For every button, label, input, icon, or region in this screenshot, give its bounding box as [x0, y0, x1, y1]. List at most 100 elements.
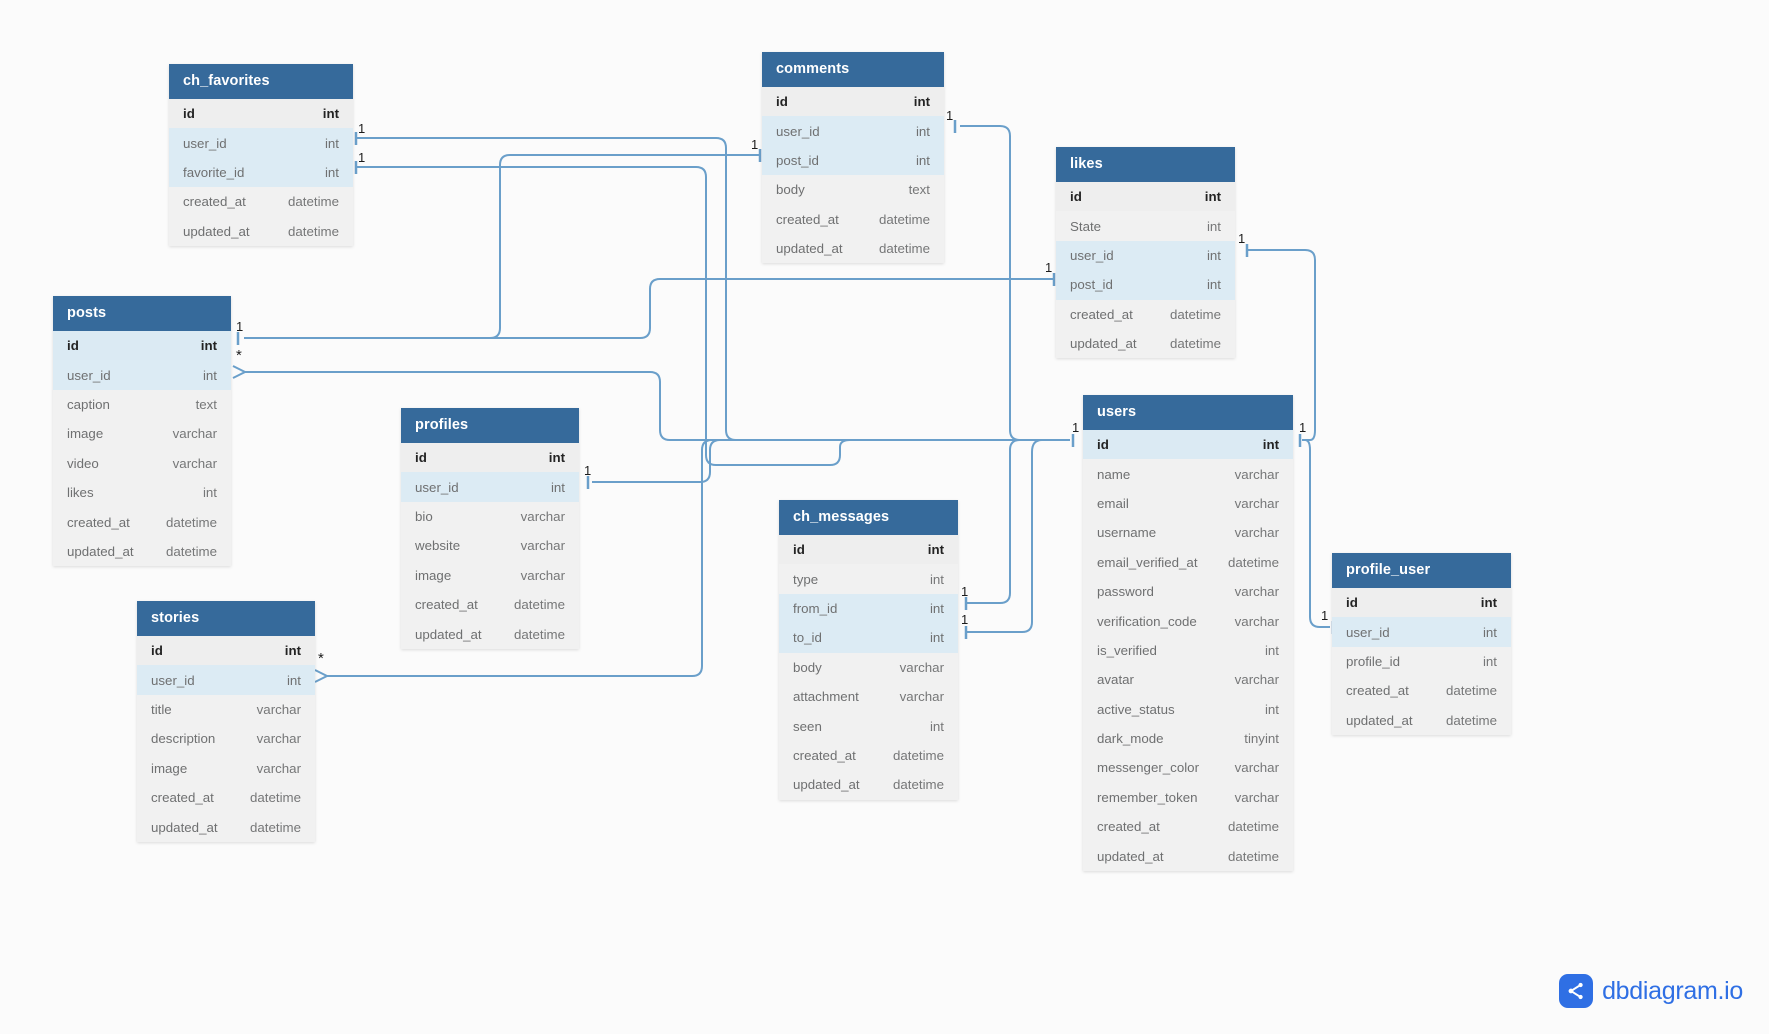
cardinality-label-posts_id: 1 — [236, 319, 243, 334]
table-header-comments[interactable]: comments — [762, 52, 944, 87]
field-type: varchar — [1234, 760, 1279, 776]
field-name: created_at — [67, 514, 130, 530]
field-type: varchar — [899, 689, 944, 705]
field-name: seen — [793, 718, 822, 734]
field-type: varchar — [520, 567, 565, 583]
table-header-ch_favorites[interactable]: ch_favorites — [169, 64, 353, 99]
table-header-profile_user[interactable]: profile_user — [1332, 553, 1511, 588]
field-name: image — [67, 426, 104, 442]
table-header-posts[interactable]: posts — [53, 296, 231, 331]
table-header-likes[interactable]: likes — [1056, 147, 1235, 182]
table-header-ch_messages[interactable]: ch_messages — [779, 500, 958, 535]
field-name: name — [1097, 466, 1131, 482]
table-header-users[interactable]: users — [1083, 395, 1293, 430]
field-type: datetime — [250, 819, 301, 835]
field-name: created_at — [1070, 306, 1133, 322]
dbdiagram-watermark[interactable]: dbdiagram.io — [1559, 974, 1743, 1008]
table-header-stories[interactable]: stories — [137, 601, 315, 636]
field-type: int — [927, 542, 944, 558]
table-header-profiles[interactable]: profiles — [401, 408, 579, 443]
field-type: int — [550, 479, 565, 495]
